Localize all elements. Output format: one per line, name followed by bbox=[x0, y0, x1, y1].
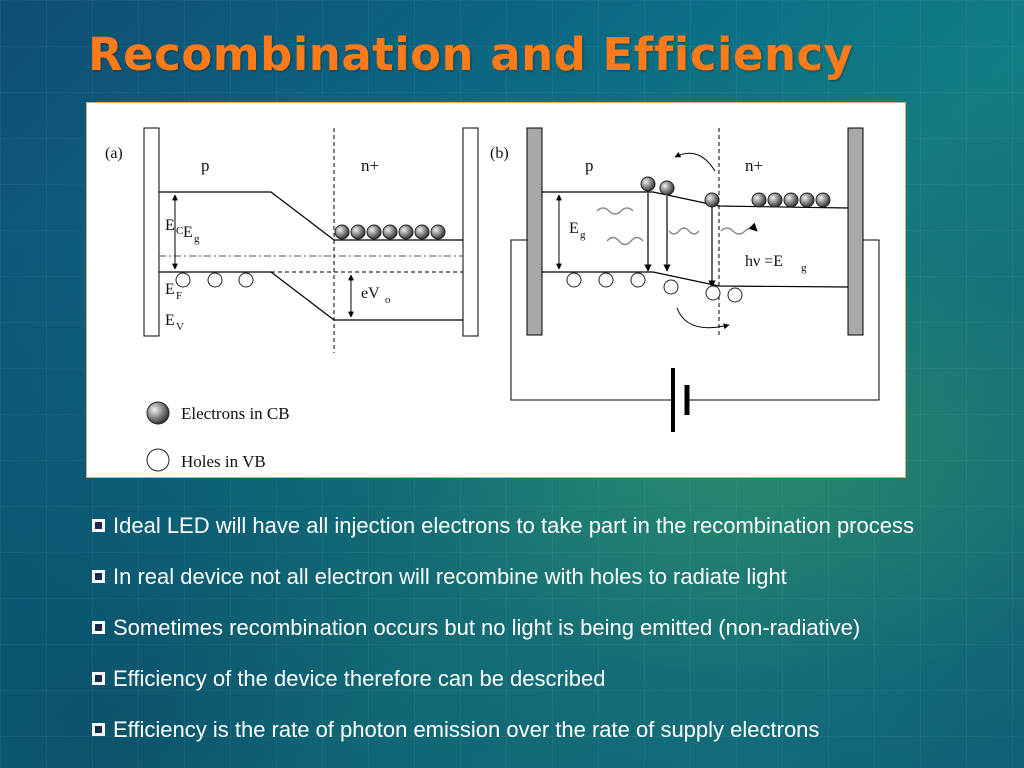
panel-b: (b) bbox=[490, 127, 880, 432]
legend-electron-symbol bbox=[146, 401, 170, 425]
eg-label-a: E bbox=[183, 224, 193, 241]
electron bbox=[815, 192, 831, 208]
ef-sub-a: F bbox=[176, 290, 182, 302]
panel-b-tag: (b) bbox=[490, 145, 509, 162]
hole bbox=[727, 287, 743, 303]
electron bbox=[783, 192, 799, 208]
p-label-a: p bbox=[201, 156, 210, 175]
electron bbox=[799, 192, 815, 208]
p-label-b: p bbox=[585, 156, 594, 175]
eg-label-b: E bbox=[569, 220, 579, 237]
eg-sub-a: g bbox=[194, 233, 200, 245]
legend-electrons-label: Electrons in CB bbox=[181, 404, 290, 423]
hole bbox=[175, 272, 191, 288]
ev0-label-a: eV bbox=[361, 285, 380, 302]
bullet-item: In real device not all electron will rec… bbox=[92, 551, 992, 602]
electron bbox=[767, 192, 783, 208]
electron bbox=[751, 192, 767, 208]
left-contact-b bbox=[526, 127, 543, 336]
left-contact-a bbox=[143, 127, 160, 337]
electron bbox=[350, 224, 366, 240]
n-label-a: n+ bbox=[361, 156, 379, 175]
hole-injection-arrow bbox=[676, 307, 730, 330]
band-diagram-svg: (a) p n+ E C E g E F bbox=[105, 127, 880, 472]
legend-hole-symbol bbox=[146, 448, 170, 472]
right-contact-a bbox=[462, 127, 479, 337]
valence-band-b bbox=[542, 271, 849, 288]
square-bullet-icon bbox=[92, 570, 105, 583]
electron bbox=[398, 224, 414, 240]
bullet-item: Ideal LED will have all injection electr… bbox=[92, 500, 992, 551]
electron bbox=[704, 192, 720, 208]
ev0-sub-a: o bbox=[385, 294, 391, 306]
photon-sub-b: g bbox=[801, 262, 807, 274]
bullet-text: Sometimes recombination occurs but no li… bbox=[113, 615, 861, 640]
electron-injection-arrow bbox=[674, 151, 716, 172]
electron bbox=[334, 224, 350, 240]
right-contact-b bbox=[847, 127, 864, 336]
legend-holes-label: Holes in VB bbox=[181, 452, 266, 471]
valence-band-a bbox=[159, 271, 463, 321]
ef-label-a: E bbox=[165, 281, 175, 298]
hole bbox=[207, 272, 223, 288]
holes-a bbox=[175, 272, 254, 288]
slide-title: Recombination and Efficiency bbox=[88, 28, 854, 81]
electron bbox=[414, 224, 430, 240]
photon-wave bbox=[668, 227, 700, 235]
hole bbox=[705, 285, 721, 301]
panel-a-tag: (a) bbox=[105, 145, 123, 162]
photon-wave bbox=[720, 222, 758, 235]
panel-a: (a) p n+ E C E g E F bbox=[105, 127, 479, 353]
square-bullet-icon bbox=[92, 519, 105, 532]
square-bullet-icon bbox=[92, 621, 105, 634]
bullet-text: In real device not all electron will rec… bbox=[113, 564, 787, 589]
ec-sub-a: C bbox=[176, 225, 183, 237]
eg-sub-b: g bbox=[580, 229, 586, 241]
hole bbox=[630, 272, 646, 288]
bullet-text: Ideal LED will have all injection electr… bbox=[113, 513, 914, 538]
holes-b bbox=[566, 272, 743, 303]
band-diagram-figure: (a) p n+ E C E g E F bbox=[86, 102, 906, 478]
figure-legend: Electrons in CB Holes in VB bbox=[146, 401, 290, 472]
hole bbox=[238, 272, 254, 288]
square-bullet-icon bbox=[92, 723, 105, 736]
conduction-band-a bbox=[159, 191, 463, 241]
hole bbox=[663, 279, 679, 295]
electrons-a bbox=[334, 224, 446, 240]
bullet-item: Sometimes recombination occurs but no li… bbox=[92, 602, 992, 653]
bullet-text: Efficiency is the rate of photon emissio… bbox=[113, 717, 820, 742]
photon-wave bbox=[606, 236, 644, 246]
circuit-wire-left bbox=[510, 239, 673, 401]
photon-wave bbox=[596, 207, 634, 215]
photon-waves bbox=[596, 207, 758, 246]
bullet-list: Ideal LED will have all injection electr… bbox=[92, 500, 992, 755]
ec-label-a: E bbox=[165, 217, 175, 234]
circuit-wire-right bbox=[687, 239, 880, 401]
electron bbox=[640, 176, 656, 192]
bullet-item: Efficiency of the device therefore can b… bbox=[92, 653, 992, 704]
conduction-band-b bbox=[542, 191, 849, 209]
ev-sub-a: V bbox=[176, 321, 184, 333]
bullet-text: Efficiency of the device therefore can b… bbox=[113, 666, 606, 691]
electron bbox=[659, 180, 675, 196]
hole bbox=[598, 272, 614, 288]
electrons-b bbox=[640, 176, 831, 208]
electron bbox=[382, 224, 398, 240]
photon-label-b: hν =E bbox=[745, 253, 783, 270]
hole bbox=[566, 272, 582, 288]
bullet-item: Efficiency is the rate of photon emissio… bbox=[92, 704, 992, 755]
electron bbox=[430, 224, 446, 240]
n-label-b: n+ bbox=[745, 156, 763, 175]
ev-label-a: E bbox=[165, 312, 175, 329]
square-bullet-icon bbox=[92, 672, 105, 685]
electron bbox=[366, 224, 382, 240]
